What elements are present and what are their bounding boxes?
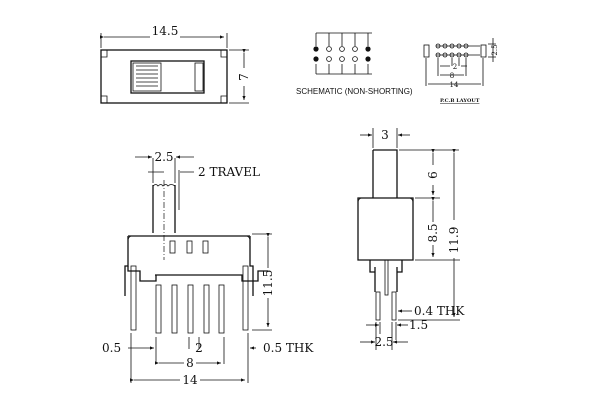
pcb-layout: 2 8 14 2.5 P.C.B LAYOUT	[423, 38, 499, 104]
front-travel-label: 2 TRAVEL	[198, 165, 260, 179]
pcb-row-label: 2.5	[491, 44, 499, 55]
side-pin-offset-label: 1.5	[409, 318, 428, 332]
side-body-height-label: 8.5	[426, 223, 440, 242]
front-span-label: 8	[186, 356, 194, 370]
schematic-caption: SCHEMATIC (NON-SHORTING)	[296, 87, 413, 96]
side-view: 3 6 8.5 11.9 0.4 THK 1.5 2.5	[357, 128, 465, 350]
pcb-total-label: 14	[450, 81, 459, 89]
side-thk-label: 0.4 THK	[414, 304, 465, 318]
front-thk-label: 0.5 THK	[263, 341, 314, 355]
side-width-label: 2.5	[374, 335, 393, 349]
front-pitch-label: 2	[195, 341, 203, 355]
front-view: 2.5 2 TRAVEL 11.5 0.5 2 0.5 THK 8 14	[102, 150, 314, 387]
top-height-label: 7	[237, 73, 251, 81]
side-actuator-label: 3	[381, 128, 389, 142]
front-height-label: 11.5	[261, 270, 275, 297]
front-total-label: 14	[182, 373, 198, 387]
front-actuator-label: 2.5	[154, 150, 173, 164]
pcb-pitch-label: 2	[453, 63, 457, 71]
pcb-span-label: 8	[450, 72, 454, 80]
top-width-label: 14.5	[152, 24, 179, 38]
side-total-height-label: 11.9	[447, 227, 461, 254]
pcb-caption: P.C.B LAYOUT	[440, 98, 480, 104]
top-view: 14.5 7	[100, 24, 251, 104]
schematic: SCHEMATIC (NON-SHORTING)	[296, 32, 413, 96]
front-pin-left-label: 0.5	[102, 341, 121, 355]
side-actuator-height-label: 6	[426, 171, 440, 179]
